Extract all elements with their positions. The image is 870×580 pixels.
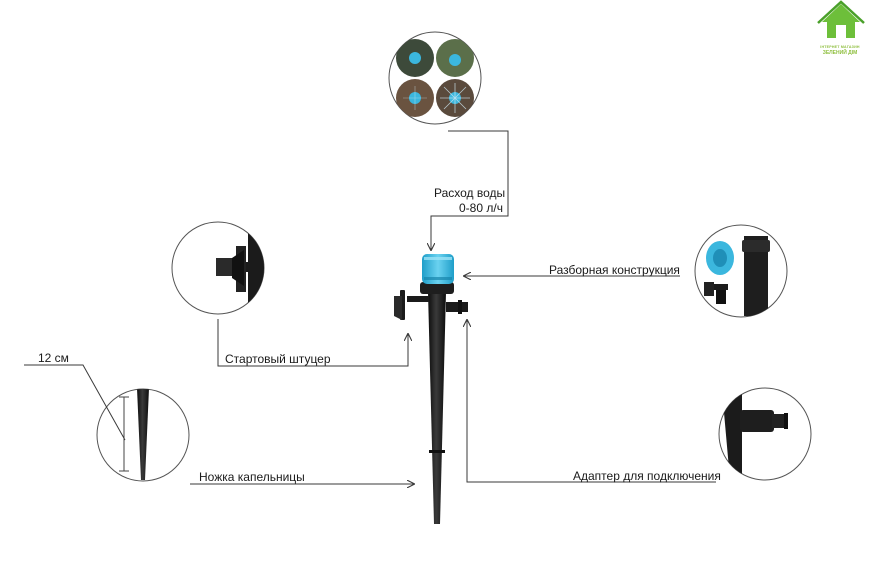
arrow-icon — [467, 320, 716, 483]
label-collapsible: Разборная конструкция — [549, 263, 680, 277]
callout-lines — [24, 130, 716, 484]
closeup-adapter — [718, 387, 812, 481]
arrow-icon — [217, 319, 408, 367]
closeup-collapsible — [694, 224, 788, 318]
label-adapter: Адаптер для подключения — [573, 469, 721, 483]
arrow-icon — [431, 130, 509, 250]
photo-circle-spray — [388, 31, 482, 125]
logo-tagline: ІНТЕРНЕТ МАГАЗИН — [820, 45, 860, 49]
closeup-stake — [96, 388, 190, 482]
logo-name: ЗЕЛЕНИЙ ДІМ — [822, 50, 858, 56]
label-length: 12 см — [38, 351, 69, 365]
closeup-starter-fitting — [171, 221, 265, 315]
dripper-illustration — [394, 254, 468, 524]
logo: ІНТЕРНЕТ МАГАЗИН ЗЕЛЕНИЙ ДІМ — [812, 44, 868, 56]
label-flow-range: 0-80 л/ч — [459, 201, 503, 215]
house-icon — [817, 0, 865, 38]
label-flow: Расход воды — [434, 186, 506, 200]
label-starter-fitting: Стартовый штуцер — [225, 352, 331, 366]
label-stake: Ножка капельницы — [199, 470, 305, 484]
